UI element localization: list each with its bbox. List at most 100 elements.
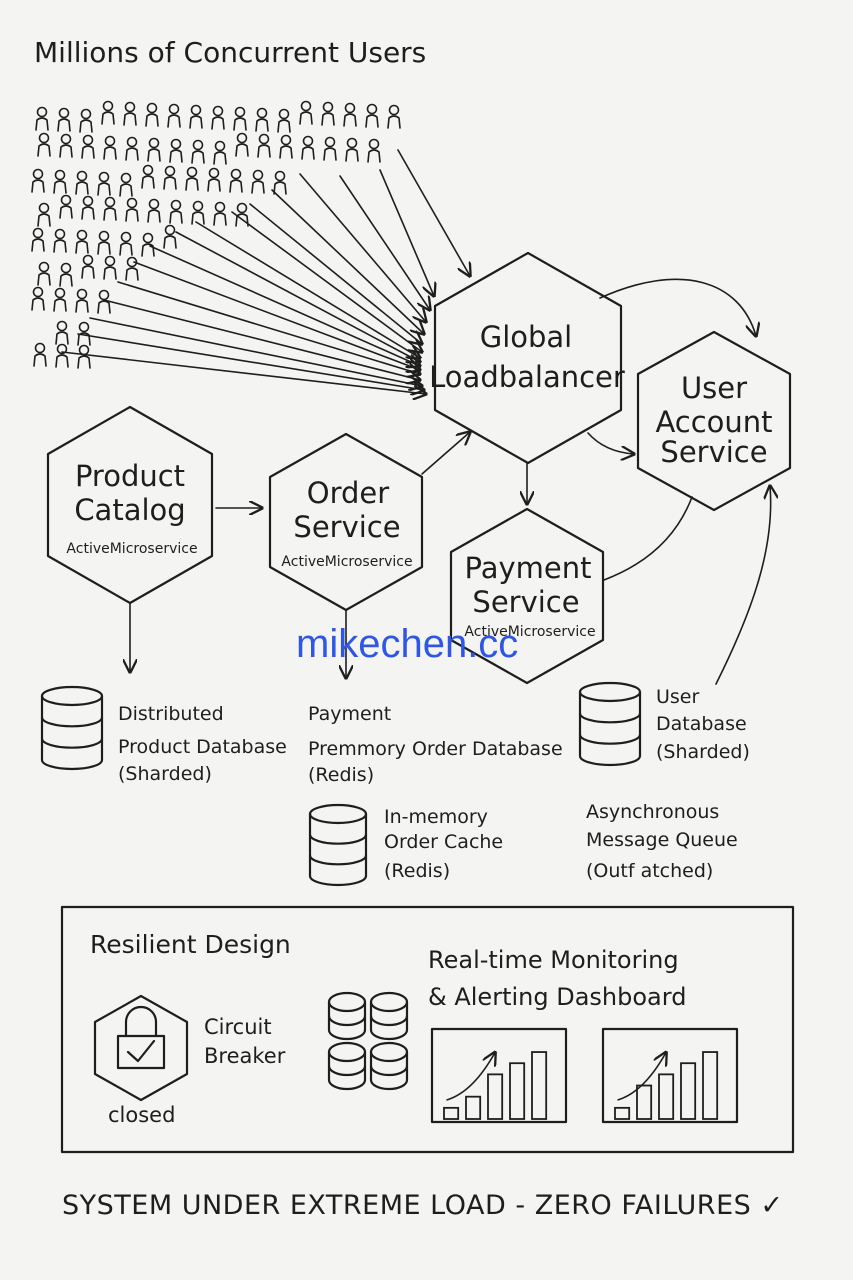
user-figure bbox=[141, 164, 155, 189]
user-account-line2: Account bbox=[655, 405, 772, 439]
user-account-line3: Service bbox=[660, 435, 767, 469]
user-figure bbox=[145, 102, 159, 127]
user-figure bbox=[211, 105, 225, 130]
order-service-node: Order Service ActiveMicroservice bbox=[268, 432, 424, 612]
user-figure bbox=[101, 100, 115, 125]
user-figure bbox=[55, 343, 69, 368]
lb-label-line1: Global bbox=[480, 320, 573, 354]
user-figure bbox=[323, 136, 337, 161]
catalog-sublabel: ActiveMicroservice bbox=[66, 541, 197, 557]
user-figure bbox=[119, 172, 133, 197]
user-figure bbox=[81, 134, 95, 159]
user-db-line1: User bbox=[656, 686, 699, 708]
trend-line bbox=[446, 1052, 495, 1101]
chart-bar bbox=[702, 1051, 719, 1120]
product-db-line1: Distributed bbox=[118, 703, 224, 725]
user-figure bbox=[125, 136, 139, 161]
user-figure bbox=[97, 230, 111, 255]
user-crowd bbox=[31, 100, 401, 369]
chart-bar bbox=[680, 1062, 697, 1120]
user-figure bbox=[81, 254, 95, 279]
user-figure bbox=[31, 286, 45, 311]
user-figure bbox=[345, 137, 359, 162]
user-figure bbox=[277, 108, 291, 133]
user-figure bbox=[53, 287, 67, 312]
user-figure bbox=[59, 133, 73, 158]
catalog-label-line1: Product bbox=[75, 459, 185, 493]
traffic-arrow bbox=[103, 299, 420, 380]
database-cluster-icon bbox=[327, 991, 409, 1091]
queue-line3: (Outf atched) bbox=[586, 860, 713, 882]
user-figure bbox=[273, 170, 287, 195]
user-account-line1: User bbox=[681, 371, 747, 405]
payment-label-line2: Service bbox=[472, 585, 579, 619]
order-cache-icon bbox=[308, 803, 368, 887]
user-figure bbox=[365, 103, 379, 128]
traffic-arrow bbox=[379, 169, 434, 296]
user-figure bbox=[77, 344, 91, 369]
user-figure bbox=[257, 133, 271, 158]
user-figure bbox=[123, 101, 137, 126]
user-figure bbox=[163, 224, 177, 249]
traffic-arrow bbox=[117, 281, 420, 374]
traffic-arrow bbox=[133, 261, 420, 370]
user-figure bbox=[81, 195, 95, 220]
user-db-line2: Database bbox=[656, 713, 747, 735]
user-figure bbox=[191, 139, 205, 164]
chart-bar bbox=[658, 1073, 675, 1120]
user-db-line3: (Sharded) bbox=[656, 741, 750, 763]
traffic-arrow bbox=[175, 231, 420, 362]
order-db-line3: (Redis) bbox=[308, 764, 374, 786]
product-db-line2: Product Database bbox=[118, 736, 287, 758]
traffic-arrow bbox=[397, 149, 470, 276]
lb-to-user-account-arrow bbox=[587, 432, 634, 454]
user-account-service-node: User Account Service bbox=[636, 330, 792, 512]
traffic-arrow bbox=[195, 221, 420, 358]
order-sublabel: ActiveMicroservice bbox=[281, 554, 412, 570]
payment-to-user-account-curve bbox=[603, 496, 693, 581]
user-figure bbox=[119, 231, 133, 256]
service-connectors bbox=[130, 278, 771, 685]
user-figure bbox=[103, 255, 117, 280]
user-figure bbox=[31, 168, 45, 193]
lb-curve-to-user-account-arrow bbox=[599, 278, 756, 336]
order-db-line2: Premmory Order Database bbox=[308, 738, 563, 760]
user-figure bbox=[191, 200, 205, 225]
user-figure bbox=[235, 132, 249, 157]
monitoring-title-line1: Real-time Monitoring bbox=[428, 946, 679, 974]
traffic-arrow bbox=[249, 203, 422, 344]
lb-label-line2: Loadbalancer bbox=[429, 360, 625, 394]
user-figure bbox=[37, 132, 51, 157]
user-figure bbox=[279, 134, 293, 159]
traffic-arrow bbox=[271, 189, 424, 334]
user-figure bbox=[299, 100, 313, 125]
order-cache-line2: Order Cache bbox=[384, 831, 503, 853]
chart-bar bbox=[487, 1073, 504, 1120]
traffic-arrow bbox=[299, 173, 426, 322]
user-figure bbox=[343, 102, 357, 127]
payment-service-node: Payment Service ActiveMicroservice bbox=[449, 507, 605, 685]
order-db-line1: Payment bbox=[308, 703, 391, 725]
panel-border bbox=[60, 905, 795, 1154]
user-figure bbox=[103, 135, 117, 160]
product-db-line3: (Sharded) bbox=[118, 763, 212, 785]
traffic-arrow bbox=[61, 351, 426, 394]
user-figure bbox=[125, 256, 139, 281]
user-figure bbox=[37, 261, 51, 286]
chart-bar bbox=[614, 1106, 631, 1120]
user-figure bbox=[33, 342, 47, 367]
user-figure bbox=[163, 165, 177, 190]
user-figure bbox=[37, 202, 51, 227]
order-to-lb-arrow bbox=[421, 432, 470, 475]
user-figure bbox=[59, 194, 73, 219]
user-figure bbox=[185, 166, 199, 191]
global-loadbalancer-node: Global Loadbalancer bbox=[429, 251, 625, 465]
breaker-label-line2: Breaker bbox=[204, 1044, 286, 1068]
watermark: mikechen.cc bbox=[296, 622, 518, 666]
monitoring-title-line2: & Alerting Dashboard bbox=[428, 983, 686, 1011]
user-figure bbox=[103, 196, 117, 221]
footer-status: SYSTEM UNDER EXTREME LOAD - ZERO FAILURE… bbox=[62, 1190, 783, 1221]
order-label-line1: Order bbox=[307, 476, 389, 510]
chart-bar bbox=[636, 1084, 653, 1120]
